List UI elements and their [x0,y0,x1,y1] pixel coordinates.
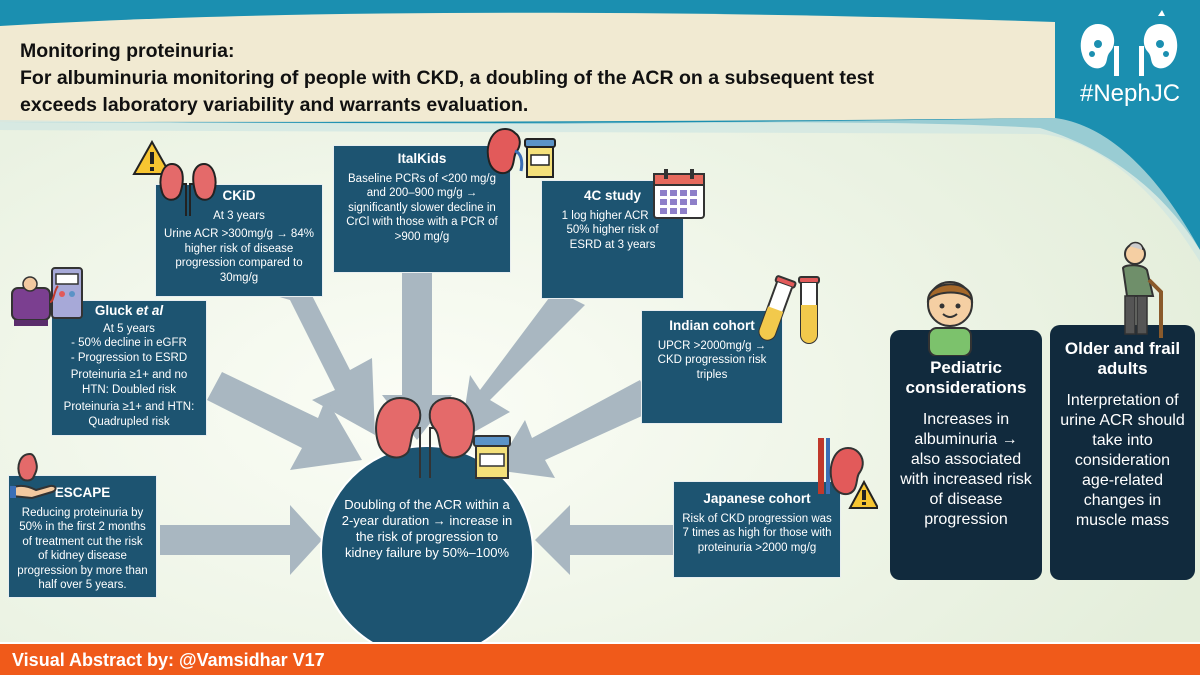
kidney-logo-icon [1080,10,1178,76]
card-japanese-cohort: Japanese cohort Risk of CKD progression … [673,481,841,578]
kidney-urine-cup-icon [486,127,556,178]
card-title: Japanese cohort [703,491,811,506]
card-text: UPCR >2000mg/g → CKD progression risk tr… [657,339,767,381]
card-text: Proteinuria ≥1+ and HTN: Quadrupled risk [63,401,195,428]
calendar-icon [653,169,705,219]
header-line-1: Monitoring proteinuria: [20,40,235,62]
panel-title: Pediatric considerations [905,358,1027,397]
card-title: Gluck et al [60,303,198,319]
card-text: Proteinuria ≥1+ and no HTN: Doubled risk [70,369,188,396]
header: Monitoring proteinuria: For albuminuria … [20,38,1060,119]
footer-credit: Visual Abstract by: @Vamsidhar V17 [0,642,1200,675]
kidney-warning-icon [818,438,878,509]
panel-body: Increases in albuminuria → also associat… [900,411,1032,528]
test-tubes-icon [758,275,820,344]
card-text: Baseline PCRs of <200 mg/g and 200–900 m… [346,172,498,243]
panel-older-frail: Older and frail adults Interpretation of… [1050,325,1195,580]
warning-kidney-icon [132,140,217,216]
card-text: - 50% decline in eGFR [71,337,187,349]
elderly-person-icon [1121,241,1163,338]
card-ckid: CKiD At 3 years Urine ACR >300mg/g → 84%… [155,184,323,297]
logo-hashtag: #NephJC [1079,80,1181,107]
card-text: At 5 years [103,322,155,335]
card-title: ItalKids [397,151,447,166]
header-line-3: exceeds laboratory variability and warra… [20,94,529,116]
center-text: Doubling of the ACR within a 2-year dura… [341,497,513,560]
card-text: Risk of CKD progression was 7 times as h… [682,512,832,554]
panel-pediatric: Pediatric considerations Increases in al… [890,330,1042,580]
header-line-2: For albuminuria monitoring of people wit… [20,67,875,89]
card-text: - Progression to ESRD [70,351,188,364]
hand-kidney-icon [10,452,57,500]
card-title: CKiD [222,188,256,203]
center-kidney-cup-icon [375,396,511,479]
panel-title: Older and frail adults [1064,339,1181,378]
card-text: At 3 years [213,209,265,222]
card-title: 4C study [583,188,641,203]
card-title: Indian cohort [669,318,755,333]
card-text: Urine ACR >300mg/g → 84% higher risk of … [164,228,314,284]
card-text: Reducing proteinuria by 50% in the first… [17,506,148,592]
card-italkids: ItalKids Baseline PCRs of <200 mg/g and … [333,145,511,273]
card-title-main: Gluck [94,303,137,318]
child-icon [926,281,974,356]
card-text: 1 log higher ACR → 50% higher risk of ES… [561,209,664,251]
card-gluck: Gluck et al At 5 years - 50% decline in … [51,300,207,436]
card-title-em: et al [136,303,164,318]
panel-body: Interpretation of urine ACR should take … [1060,392,1185,529]
dialysis-patient-icon [11,267,83,326]
card-title: ESCAPE [54,485,111,500]
center-outcome-circle: Doubling of the ACR within a 2-year dura… [320,445,534,659]
